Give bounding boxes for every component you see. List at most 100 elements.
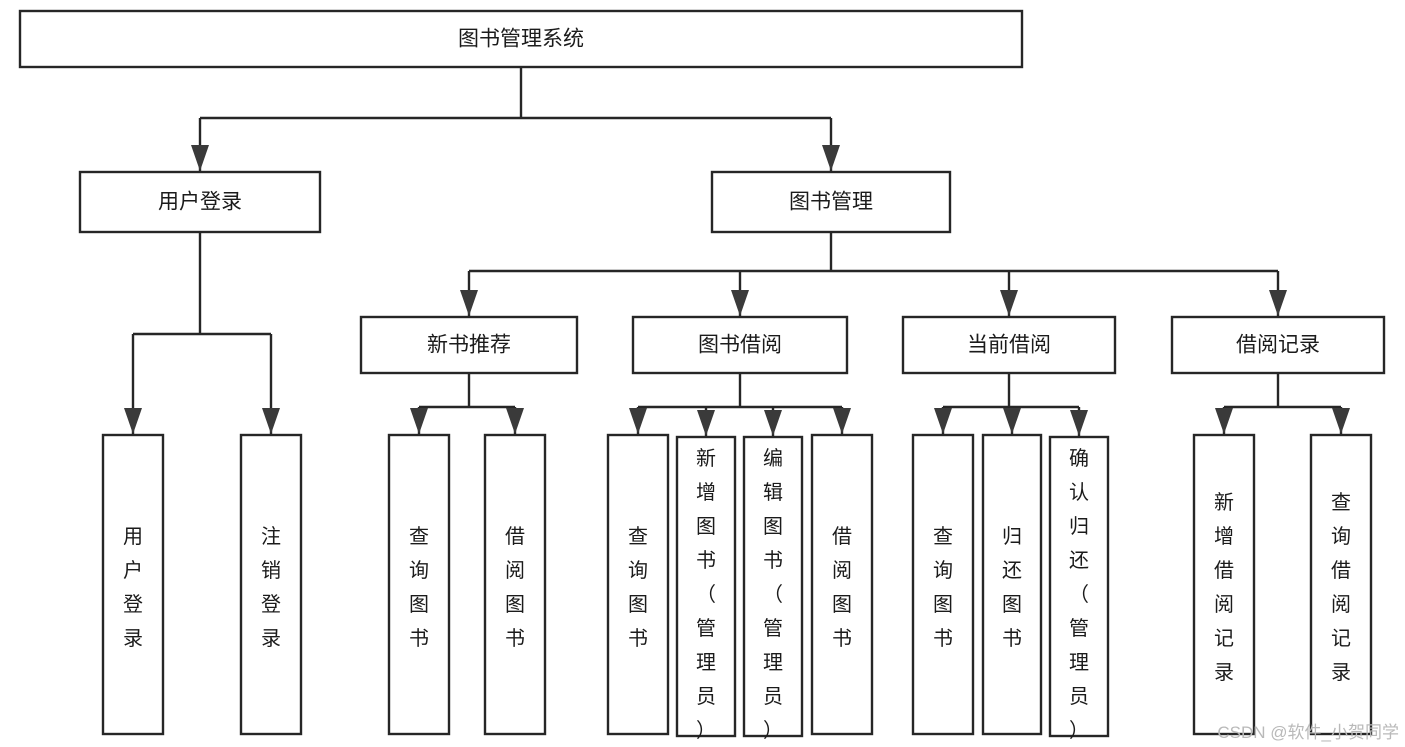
node-label-char: 录 bbox=[261, 628, 281, 650]
arrow-head-icon bbox=[731, 290, 749, 316]
node-label-char: 新 bbox=[696, 447, 716, 470]
node-label-char: 理 bbox=[1069, 652, 1089, 674]
node-label-new-book-recommend: 新书推荐 bbox=[427, 334, 511, 357]
node-label-char: 图 bbox=[763, 516, 783, 538]
node-user-login[interactable]: 用户登录 bbox=[78, 170, 322, 234]
node-label-char: 图 bbox=[696, 516, 716, 538]
node-label-char: 书 bbox=[763, 549, 783, 572]
node-label-char: 书 bbox=[409, 627, 429, 650]
node-box-book-management bbox=[710, 170, 952, 234]
node-label-char: 归 bbox=[1069, 515, 1089, 538]
node-box-leaf-return-book bbox=[981, 433, 1043, 736]
arrow-head-icon bbox=[697, 410, 715, 436]
node-new-book-recommend[interactable]: 新书推荐 bbox=[359, 315, 579, 375]
node-label-char: 登 bbox=[261, 593, 281, 616]
node-label-char: 编 bbox=[763, 447, 783, 470]
node-box-leaf-borrow-book bbox=[810, 433, 874, 736]
node-label-char: 询 bbox=[933, 559, 953, 582]
arrow-head-icon bbox=[1269, 290, 1287, 316]
arrow-head-icon bbox=[822, 145, 840, 171]
node-label-char: 书 bbox=[832, 627, 852, 650]
arrow-head-icon bbox=[191, 145, 209, 171]
node-label-char: 书 bbox=[628, 627, 648, 650]
node-label-borrow-record: 借阅记录 bbox=[1236, 334, 1320, 357]
node-book-management[interactable]: 图书管理 bbox=[710, 170, 952, 234]
arrow-head-icon bbox=[1003, 408, 1021, 434]
node-box-current-borrow bbox=[901, 315, 1117, 375]
node-label-char: 注 bbox=[261, 525, 281, 548]
node-box-leaf-edit-book bbox=[742, 435, 804, 738]
node-label-char: 录 bbox=[1331, 662, 1351, 684]
arrow-head-icon bbox=[124, 408, 142, 434]
node-label-char: 借 bbox=[505, 525, 525, 548]
node-label-char: 阅 bbox=[1214, 593, 1234, 616]
node-label-char: 图 bbox=[1002, 594, 1022, 616]
node-label-char: 书 bbox=[696, 549, 716, 572]
node-box-book-borrow bbox=[631, 315, 849, 375]
arrow-head-icon bbox=[629, 408, 647, 434]
node-label-user-login: 用户登录 bbox=[158, 191, 242, 214]
node-label-char: 阅 bbox=[505, 559, 525, 582]
node-box-leaf-logout bbox=[239, 433, 303, 736]
arrow-head-icon bbox=[934, 408, 952, 434]
arrow-head-icon bbox=[1000, 290, 1018, 316]
node-label-char: 图 bbox=[409, 594, 429, 616]
node-label-char: 询 bbox=[409, 559, 429, 582]
node-label-char: 确 bbox=[1069, 447, 1089, 470]
node-label-char: 询 bbox=[1331, 525, 1351, 548]
node-label-char: 阅 bbox=[1331, 593, 1351, 616]
node-label-char: 管 bbox=[763, 617, 783, 640]
node-borrow-record[interactable]: 借阅记录 bbox=[1170, 315, 1386, 375]
node-book-borrow[interactable]: 图书借阅 bbox=[631, 315, 849, 375]
node-label-char: 管 bbox=[1069, 617, 1089, 640]
node-box-leaf-add-borrow-record bbox=[1192, 433, 1256, 736]
node-label-char: 记 bbox=[1214, 627, 1234, 650]
node-label-char: 借 bbox=[1214, 559, 1234, 582]
arrow-head-icon bbox=[506, 408, 524, 434]
node-box-leaf-query-book-current bbox=[911, 433, 975, 736]
arrow-head-icon bbox=[410, 408, 428, 434]
node-label-char: 图 bbox=[933, 594, 953, 616]
node-label-current-borrow: 当前借阅 bbox=[967, 334, 1051, 357]
node-current-borrow[interactable]: 当前借阅 bbox=[901, 315, 1117, 375]
node-label-char: 还 bbox=[1069, 549, 1089, 572]
node-label-char: 员 bbox=[696, 686, 716, 708]
node-label-char: 书 bbox=[505, 627, 525, 650]
node-label-book-management: 图书管理 bbox=[789, 191, 873, 214]
node-root[interactable]: 图书管理系统 bbox=[18, 9, 1024, 69]
node-label-char: 增 bbox=[696, 481, 716, 504]
node-label-root: 图书管理系统 bbox=[458, 28, 584, 51]
node-label-char: 录 bbox=[123, 628, 143, 650]
node-box-leaf-query-book-recommend bbox=[387, 433, 451, 736]
csdn-watermark: CSDN @软件_小贺同学 bbox=[1217, 723, 1399, 742]
node-label-char: 员 bbox=[1069, 686, 1089, 708]
node-box-leaf-query-book-borrow bbox=[606, 433, 670, 736]
node-label-char: 图 bbox=[505, 594, 525, 616]
arrow-head-icon bbox=[460, 290, 478, 316]
arrow-head-icon bbox=[1070, 410, 1088, 436]
node-label-char: 书 bbox=[1002, 627, 1022, 650]
node-leaf-user-login[interactable]: 用户登录 bbox=[101, 433, 165, 736]
node-box-root bbox=[18, 9, 1024, 69]
node-label-char: 借 bbox=[832, 525, 852, 548]
node-label-char: 查 bbox=[628, 525, 648, 548]
node-label-char: 登 bbox=[123, 593, 143, 616]
node-box-leaf-user-login bbox=[101, 433, 165, 736]
node-layer: 图书管理系统用户登录图书管理新书推荐图书借阅当前借阅借阅记录用户登录注销登录查询… bbox=[18, 9, 1386, 742]
node-label-char: ） bbox=[763, 719, 783, 742]
node-label-char: 销 bbox=[261, 559, 281, 582]
node-box-borrow-record bbox=[1170, 315, 1386, 375]
